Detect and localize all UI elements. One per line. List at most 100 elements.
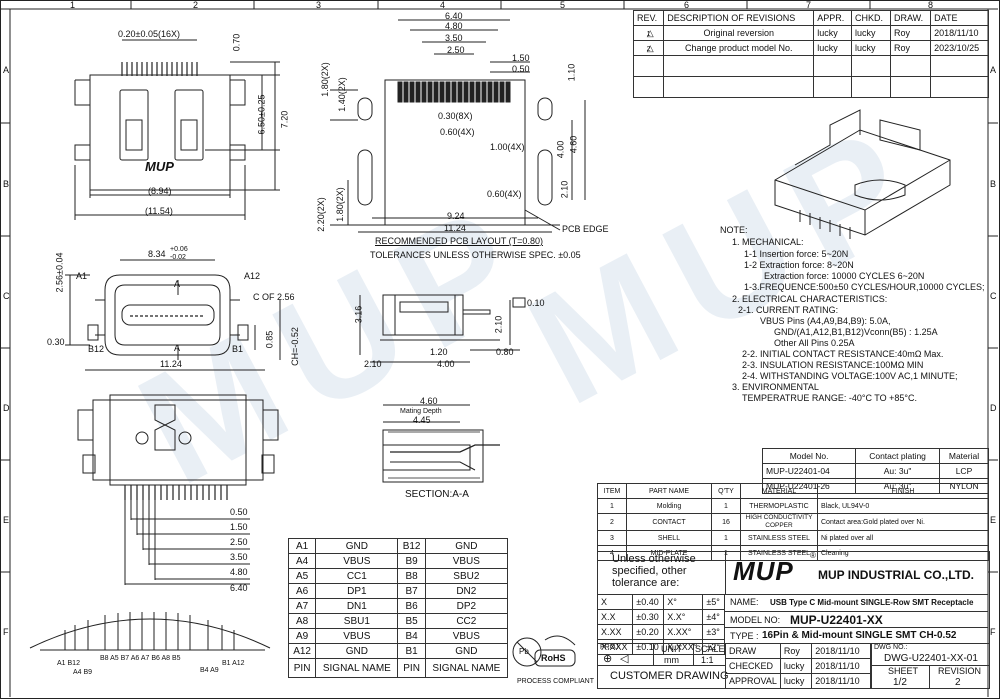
grid-col: 7 <box>806 0 812 10</box>
model-header: Contact plating <box>855 448 940 464</box>
tol-cell: ±0.40 <box>632 594 665 610</box>
model-cell: Au: 3u" <box>855 463 940 479</box>
tol-cell: ±5° <box>702 594 725 610</box>
bom-cell: 3 <box>597 530 627 546</box>
grid-row: B <box>990 179 997 189</box>
signoff-name: lucky <box>779 658 813 674</box>
revision-table: REV. DESCRIPTION OF REVISIONS APPR. CHKD… <box>632 10 989 98</box>
dim-label: 3.50 <box>230 552 248 562</box>
bom-cell: 1 <box>597 498 627 514</box>
pin-header: PIN <box>287 658 317 678</box>
note-line: 2. ELECTRICAL CHARACTERISTICS: <box>732 294 888 304</box>
bom-header: Q'TY <box>711 483 741 499</box>
dim-label: 11.24 <box>160 359 182 369</box>
pin-cell: A7 <box>287 598 317 614</box>
pin-cell: A1 <box>287 538 317 554</box>
pin-arc-label: B4 A9 <box>200 667 219 674</box>
rev-date: 2018/11/10 <box>930 25 989 41</box>
signoff-date: 2018/11/10 <box>811 673 871 689</box>
notes-title: NOTE: <box>720 225 748 235</box>
bom-cell: Contact area:Gold plated over Ni. <box>817 513 989 531</box>
model-label: MODEL NO: <box>730 615 781 625</box>
dim-label: +0.06 <box>170 246 188 253</box>
signoff-label: APPROVAL <box>725 673 781 689</box>
tol-cell: X.XX <box>596 624 634 640</box>
bom-cell: Black, UL94V-0 <box>817 498 989 514</box>
grid-col: 8 <box>928 0 934 10</box>
tol-cell: X <box>596 594 634 610</box>
note-line: GND/(A1,A12,B1,B12)Vconn(B5) : 1.25A <box>774 327 938 337</box>
dwg-label: DWG NO.: <box>874 644 908 651</box>
sheet-value: 1/2 <box>893 677 907 688</box>
note-line: 1-2 Extraction force: 8~20N <box>744 260 854 270</box>
grid-row: E <box>990 515 997 525</box>
bom-cell: STAINLESS STEEL <box>740 545 818 561</box>
dim-label: 6.40 <box>445 11 463 21</box>
dim-label: 3.16 <box>353 305 364 324</box>
bom-cell: 2 <box>597 513 627 531</box>
dim-label: 4.60 <box>420 396 438 406</box>
dim-label: 2.56±0.04 <box>54 252 65 293</box>
grid-row: F <box>3 627 9 637</box>
pin-cell: DN1 <box>315 598 399 614</box>
table-row: △2 Change product model No. lucky lucky … <box>632 40 989 56</box>
grid-col: 2 <box>193 0 199 10</box>
pin-cell: VBUS <box>424 553 509 569</box>
tol-cell: ±3° <box>702 624 725 640</box>
dim-label: 4.60 <box>568 135 579 154</box>
dim-label: 8.34 <box>148 249 166 259</box>
dim-label: 1.80(2X) <box>334 187 345 222</box>
rev-header: DESCRIPTION OF REVISIONS <box>663 10 815 26</box>
table-row: MUP-U22401-04 Au: 3u" LCP <box>761 463 990 479</box>
dwg-number: DWG-U22401-XX-01 <box>884 653 978 664</box>
rev-header: REV. <box>632 10 665 26</box>
type-row <box>725 627 988 644</box>
rev-header: CHKD. <box>851 10 891 26</box>
model-header: Model No. <box>761 448 857 464</box>
bom-cell: Cleaning <box>817 545 989 561</box>
grid-row: E <box>3 515 10 525</box>
note-line: 2-1. CURRENT RATING: <box>738 305 839 315</box>
scale-value: 1:1 <box>701 655 714 665</box>
section-title: SECTION:A-A <box>405 489 469 500</box>
pin-cell: DP2 <box>424 598 509 614</box>
pin-cell: SBU1 <box>315 613 399 629</box>
dim-label: 1.10 <box>566 63 577 82</box>
bom-cell: CONTACT <box>626 513 712 531</box>
grid-col: 1 <box>70 0 76 10</box>
bom-cell: STAINLESS STEEL <box>740 530 818 546</box>
note-line: 2-4. WITHSTANDING VOLTAGE:100V AC,1 MINU… <box>742 371 958 381</box>
rohs-label: RoHS <box>541 653 566 663</box>
bom-cell: SHELL <box>626 530 712 546</box>
dim-label: 7.20 <box>279 110 290 129</box>
table-row: △1 Original reversion lucky lucky Roy 20… <box>632 25 989 41</box>
dim-label: -0.02 <box>170 254 186 261</box>
pin-cell: SBU2 <box>424 568 509 584</box>
dim-label: 1.00(4X) <box>490 142 525 152</box>
proj-label: PROJ. <box>600 644 621 651</box>
grid-col: 5 <box>560 0 566 10</box>
grid-row: D <box>3 403 10 413</box>
pin-cell: VBUS <box>315 553 399 569</box>
model-header: Material <box>938 448 990 464</box>
rev-appr: lucky <box>813 40 853 56</box>
tol-cell: ±0.30 <box>632 609 665 625</box>
product-type: 16Pin & Mid-mount SINGLE SMT CH-0.52 <box>762 630 957 641</box>
pin-cell: GND <box>424 538 509 554</box>
dim-label: 6.40 <box>230 583 248 593</box>
pin-label-a12: A12 <box>244 271 261 281</box>
grid-row: B <box>3 179 10 189</box>
note-line: Extraction force: 10000 CYCLES 6~20N <box>764 271 925 281</box>
dim-label: 4.45 <box>413 415 431 425</box>
tolerance-area <box>597 551 726 594</box>
signoff-name: lucky <box>779 673 813 689</box>
dim-label: CH=-0.52 <box>289 327 300 366</box>
grid-row: C <box>990 291 997 301</box>
note-line: Other All Pins 0.25A <box>774 338 855 348</box>
model-cell: MUP-U22401-04 <box>761 463 857 479</box>
